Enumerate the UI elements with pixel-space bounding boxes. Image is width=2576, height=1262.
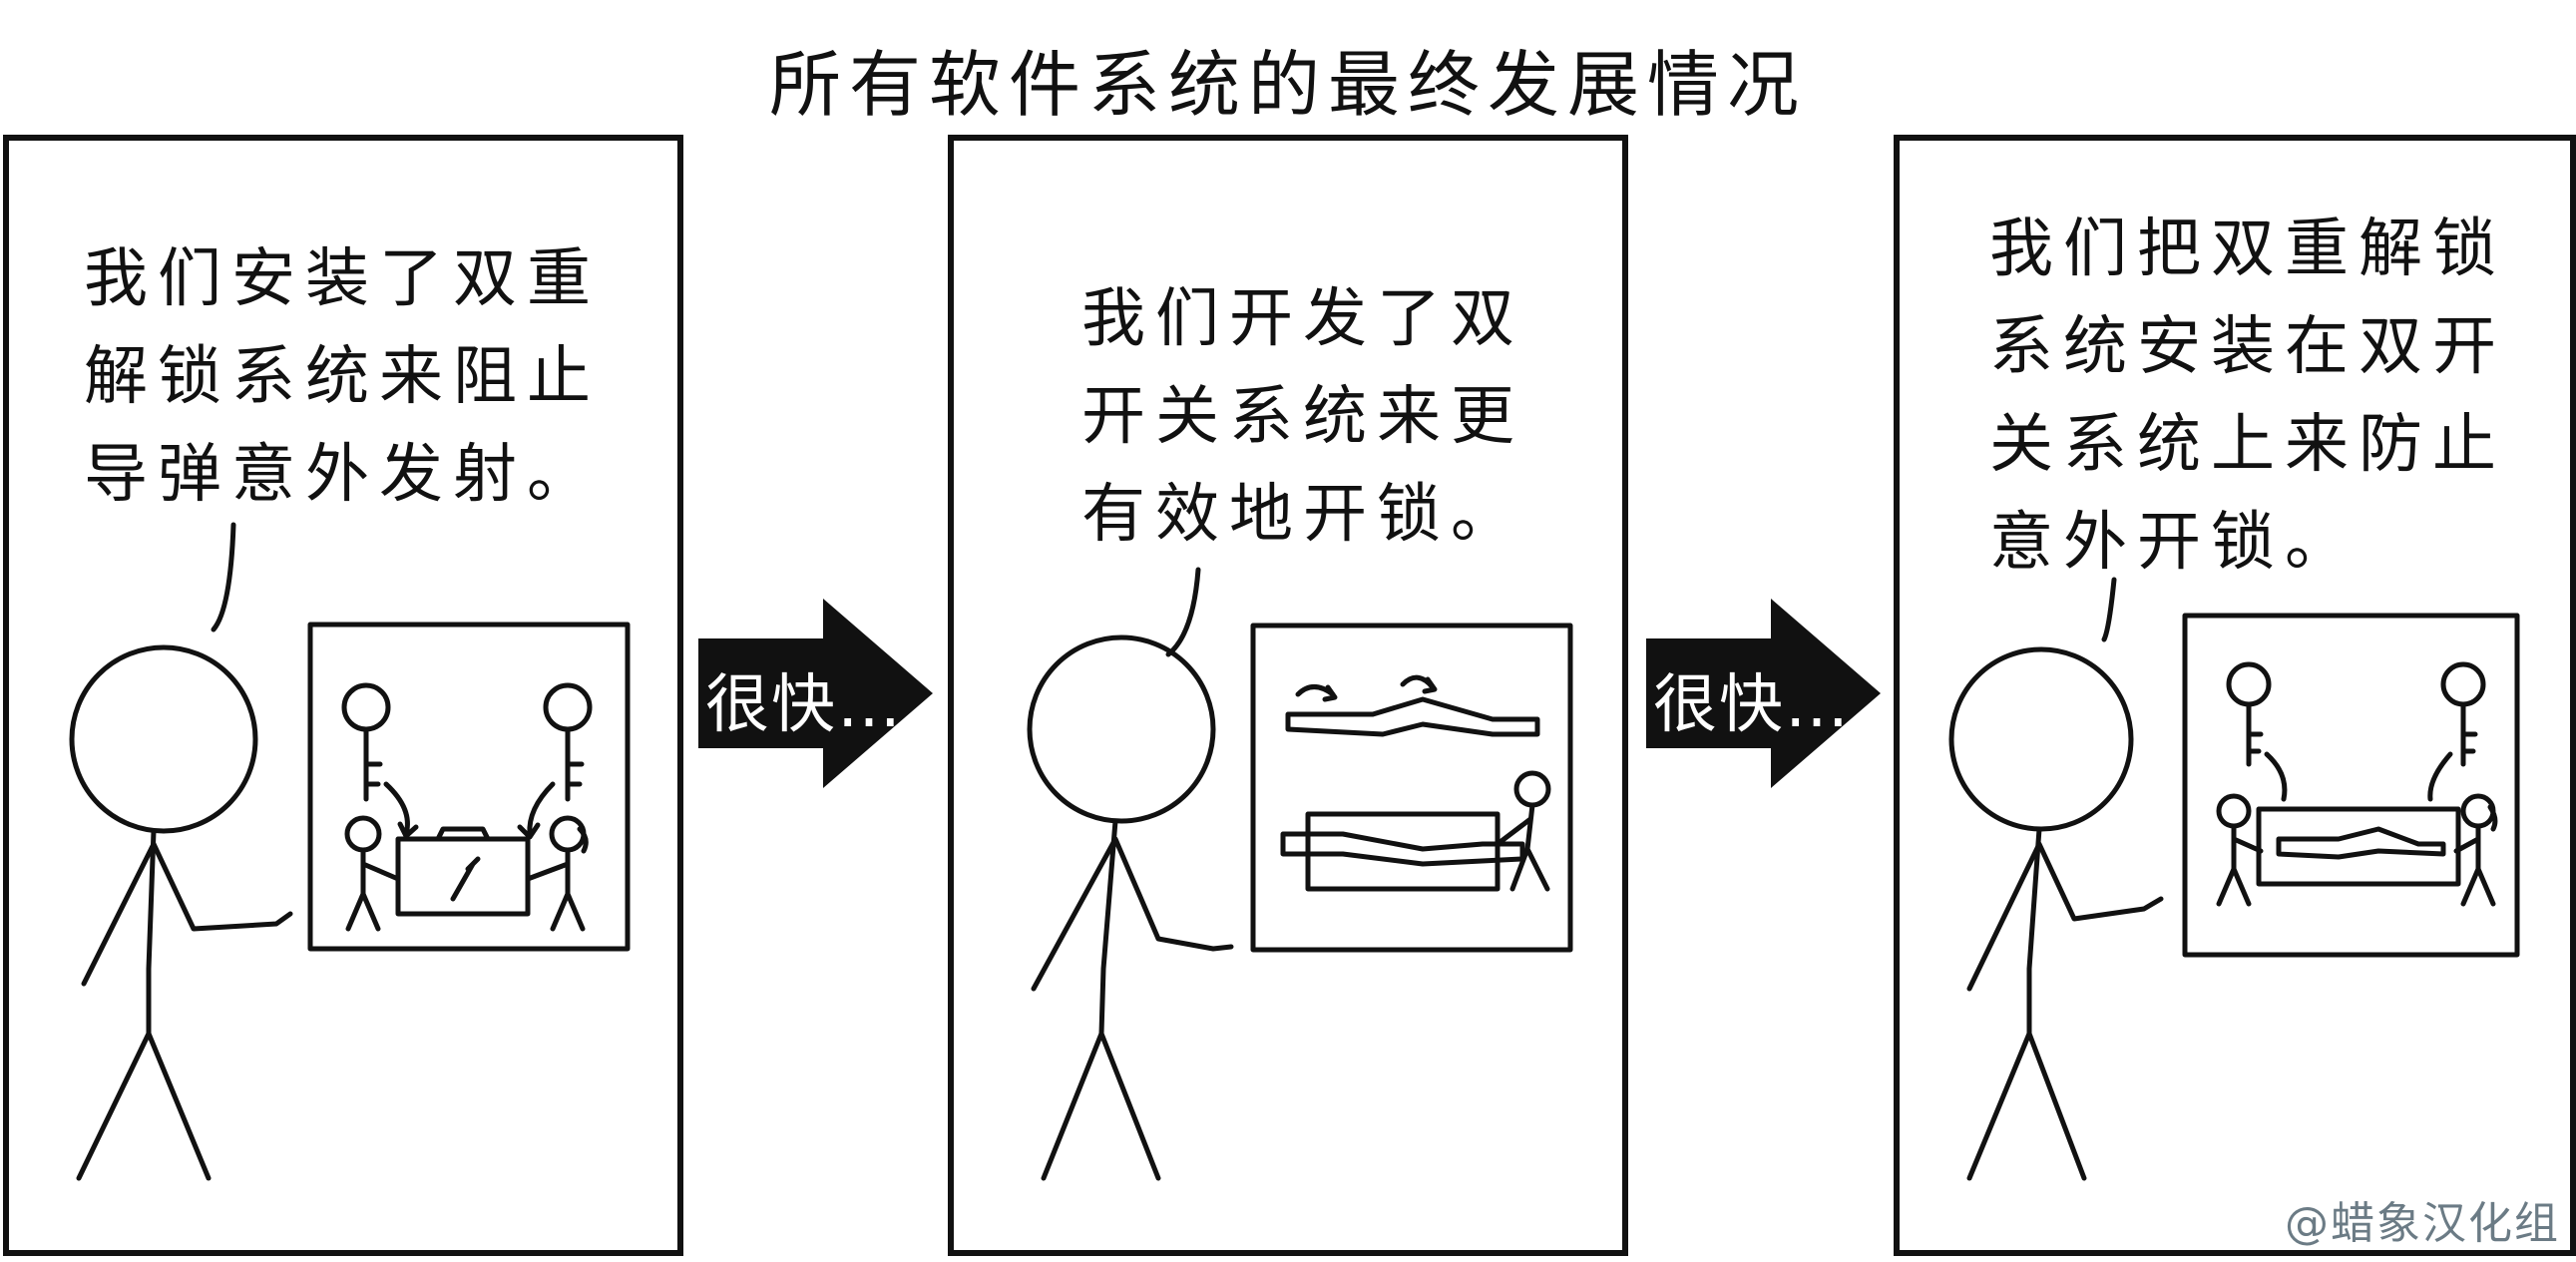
arrow-right <box>517 781 556 840</box>
credit-watermark: @蜡象汉化组 <box>2285 1198 2560 1249</box>
speech-tail <box>2101 577 2117 642</box>
arrow-left <box>2264 751 2288 802</box>
panel-1-scene <box>69 522 631 1181</box>
panel-3: 我们把双重解锁 系统安装在双开 关系统上来防止 意外开锁。 <box>1894 135 2576 1256</box>
panel-1-speech: 我们安装了双重 解锁系统来阻止 导弹意外发射。 <box>84 242 601 512</box>
transition-label-2: 很快… <box>1653 668 1851 742</box>
key-icon-right <box>543 682 593 802</box>
panel-2: 我们开发了双 开关系统来更 有效地开锁。 <box>948 135 1628 1256</box>
stickfigure-legs <box>76 1031 212 1181</box>
stickfigure-arms <box>1966 841 2164 992</box>
key-icon-right <box>2440 661 2486 767</box>
switch-top <box>1285 696 1540 737</box>
stickfigure-arms <box>1031 836 1234 992</box>
inset-frame <box>307 622 631 952</box>
stickfigure-arms <box>81 841 293 987</box>
switch-bottom <box>1280 831 1525 867</box>
stickfigure-head <box>1027 634 1216 824</box>
stickfigure-body <box>146 828 157 1037</box>
double-switch-case <box>2256 806 2461 887</box>
transition-arrow-1 <box>698 599 933 788</box>
stickfigure-head <box>1948 646 2134 832</box>
stickfigure-legs <box>1966 1031 2087 1181</box>
panel-3-scene <box>1948 577 2520 1181</box>
stickfigure-body <box>2026 826 2042 1037</box>
inset-frame <box>1250 623 1573 953</box>
speech-tail <box>211 522 236 632</box>
transition-label-1: 很快… <box>705 668 903 742</box>
panel-3-speech: 我们把双重解锁 系统安装在双开 关系统上来防止 意外开锁。 <box>1989 212 2506 580</box>
comic-title: 所有软件系统的最终发展情况 <box>768 43 1807 127</box>
key-icon-left <box>341 682 391 802</box>
panel-2-scene <box>1027 567 1573 1181</box>
panel-2-speech: 我们开发了双 开关系统来更 有效地开锁。 <box>1081 282 1524 552</box>
key-icon-left <box>2226 661 2272 767</box>
speech-tail <box>1165 567 1201 657</box>
stickfigure-head <box>69 644 258 834</box>
arrow-left <box>383 781 419 839</box>
inset-frame <box>2182 613 2520 958</box>
transition-arrow-2 <box>1646 599 1881 788</box>
stickfigure-legs <box>1041 1031 1161 1181</box>
arrow-right <box>2427 751 2453 802</box>
stickfigure-body <box>1098 818 1118 1037</box>
panel-1: 我们安装了双重 解锁系统来阻止 导弹意外发射。 <box>3 135 683 1256</box>
